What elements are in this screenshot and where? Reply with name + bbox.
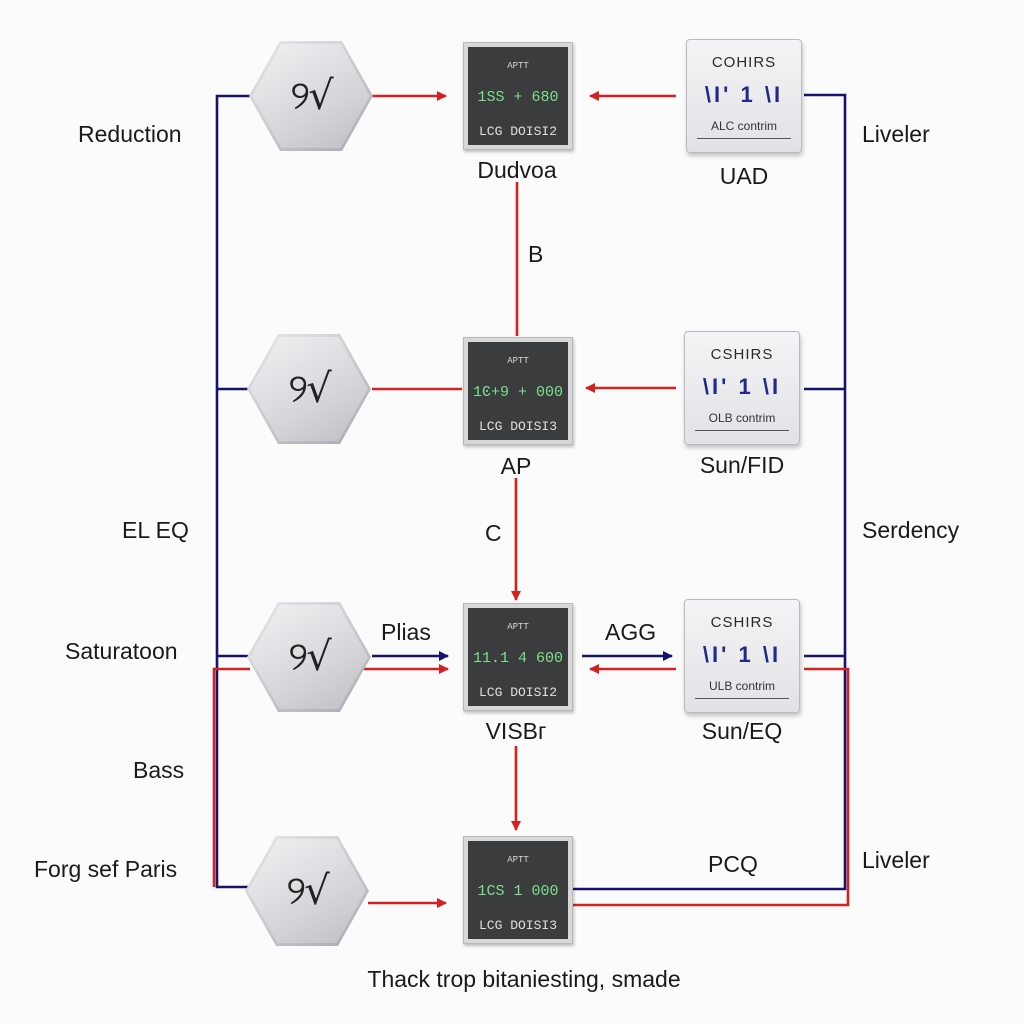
lcd-readout: 11.1 4 600 (472, 650, 563, 667)
connector-label-b: B (528, 241, 544, 267)
panel-subtitle: OLB contrim (708, 411, 776, 425)
right-label-liveler-bottom: Liveler (862, 847, 930, 873)
control-panel-1: COHIRS \I' 1 \I ALC contrim (686, 39, 802, 153)
connector-label-pcq: PCQ (708, 851, 758, 877)
lcd-bottom-text: LCG DOISI2 (478, 124, 557, 139)
left-label-el-eq: EL EQ (122, 517, 189, 543)
lcd-readout: 1Ͼ+9 + 000 (472, 384, 563, 401)
lcd-top-text: APTT (507, 61, 529, 71)
root-glyph-icon: ୨√ (286, 868, 329, 914)
right-red-bus (572, 667, 850, 907)
right-navy-bus (572, 93, 847, 891)
left-label-reduction: Reduction (78, 121, 182, 147)
meter-glyph-icon: \I' 1 \I (702, 374, 782, 399)
root-glyph-icon: ୨√ (288, 634, 331, 680)
root-glyph-icon: ୨√ (288, 366, 331, 412)
panel-title: COHIRS (711, 54, 777, 71)
panel-title: CSHIRS (710, 614, 774, 631)
lcd-readout: 1SS + 680 (477, 89, 559, 106)
meter-glyph-icon: \I' 1 \I (704, 82, 784, 107)
lcd-module-1: APTT 1SS + 680 LCG DOISI2 (463, 42, 573, 150)
panel-divider (695, 430, 789, 431)
connector-label-plias: Plias (381, 619, 431, 645)
connector-label-agg: AGG (605, 619, 657, 645)
lcd-bottom-text: LCG DOISI2 (478, 685, 557, 700)
lcd-top-text: APTT (507, 855, 529, 865)
right-label-liveler-top: Liveler (862, 121, 930, 147)
lcd-module-2: APTT 1Ͼ+9 + 000 LCG DOISI3 (463, 337, 573, 445)
screen-caption-3: VISBг (485, 718, 547, 744)
left-navy-bus (215, 94, 250, 889)
left-red-bus (212, 667, 250, 887)
right-label-serdency: Serdency (862, 517, 960, 543)
lcd-module-3: APTT 11.1 4 600 LCG DOISI2 (463, 603, 573, 711)
meter-glyph-icon: \I' 1 \I (702, 642, 782, 667)
hex-processor-2: ୨√ (247, 334, 371, 444)
lcd-readout: 1CS 1 000 (477, 883, 559, 900)
panel-divider (697, 138, 791, 139)
screen-caption-1: Dudvoa (477, 157, 557, 183)
lcd-bottom-text: LCG DOISI3 (478, 918, 557, 933)
lcd-module-4: APTT 1CS 1 000 LCG DOISI3 (463, 836, 573, 944)
panel-divider (695, 698, 789, 699)
control-panel-3: CSHIRS \I' 1 \I ULB contrim (684, 599, 800, 713)
left-label-saturation: Saturatoon (65, 638, 178, 664)
control-panel-2: CSHIRS \I' 1 \I OLB contrim (684, 331, 800, 445)
panel-caption-2: Sun/FID (699, 452, 785, 478)
lcd-top-text: APTT (507, 622, 529, 632)
panel-title: CSHIRS (710, 346, 774, 363)
panel-subtitle: ULB contrim (708, 679, 776, 693)
panel-subtitle: ALC contrim (710, 119, 778, 133)
lcd-top-text: APTT (507, 356, 529, 366)
lcd-bottom-text: LCG DOISI3 (478, 419, 557, 434)
root-glyph-icon: ୨√ (290, 73, 333, 119)
footer-caption: Thack trop bitaniesting, smade (367, 966, 681, 992)
screen-caption-2: AP (500, 453, 532, 479)
panel-caption-1: UAD (719, 163, 769, 189)
panel-caption-3: Sun/EQ (701, 718, 783, 744)
connector-label-c: C (485, 520, 502, 546)
left-label-forg: Forg sef Paris (34, 856, 178, 882)
left-label-bass: Bass (133, 757, 185, 783)
